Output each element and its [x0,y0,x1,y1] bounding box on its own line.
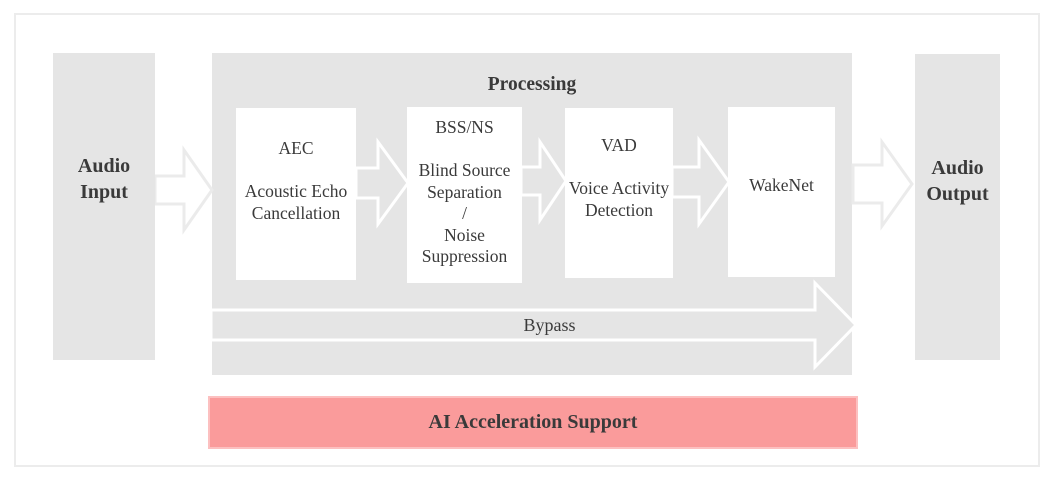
audio-output-box: Audio Output [915,54,1000,360]
processing-title: Processing [487,74,577,95]
bypass-label: Bypass [523,314,576,335]
processing-block-aec: AEC Acoustic Echo Cancellation [236,108,356,280]
ai-acceleration-bar: AI Acceleration Support [208,396,858,449]
diagram-frame [14,13,1040,467]
flow-arrow-input-to-aec [153,145,214,235]
bypass-arrow [209,279,859,371]
flow-arrow-aec-to-bss [354,137,410,229]
processing-block-vad: VAD Voice Activity Detection [565,108,673,278]
flow-arrow-wakenet-to-output [851,137,914,231]
processing-block-bss-ns: BSS/NS Blind Source Separation / Noise S… [407,107,522,283]
processing-block-wakenet: WakeNet [728,107,835,277]
flow-arrow-vad-to-wakenet [670,135,731,229]
flow-arrow-bss-to-vad [519,137,568,225]
audio-input-box: Audio Input [53,53,155,360]
